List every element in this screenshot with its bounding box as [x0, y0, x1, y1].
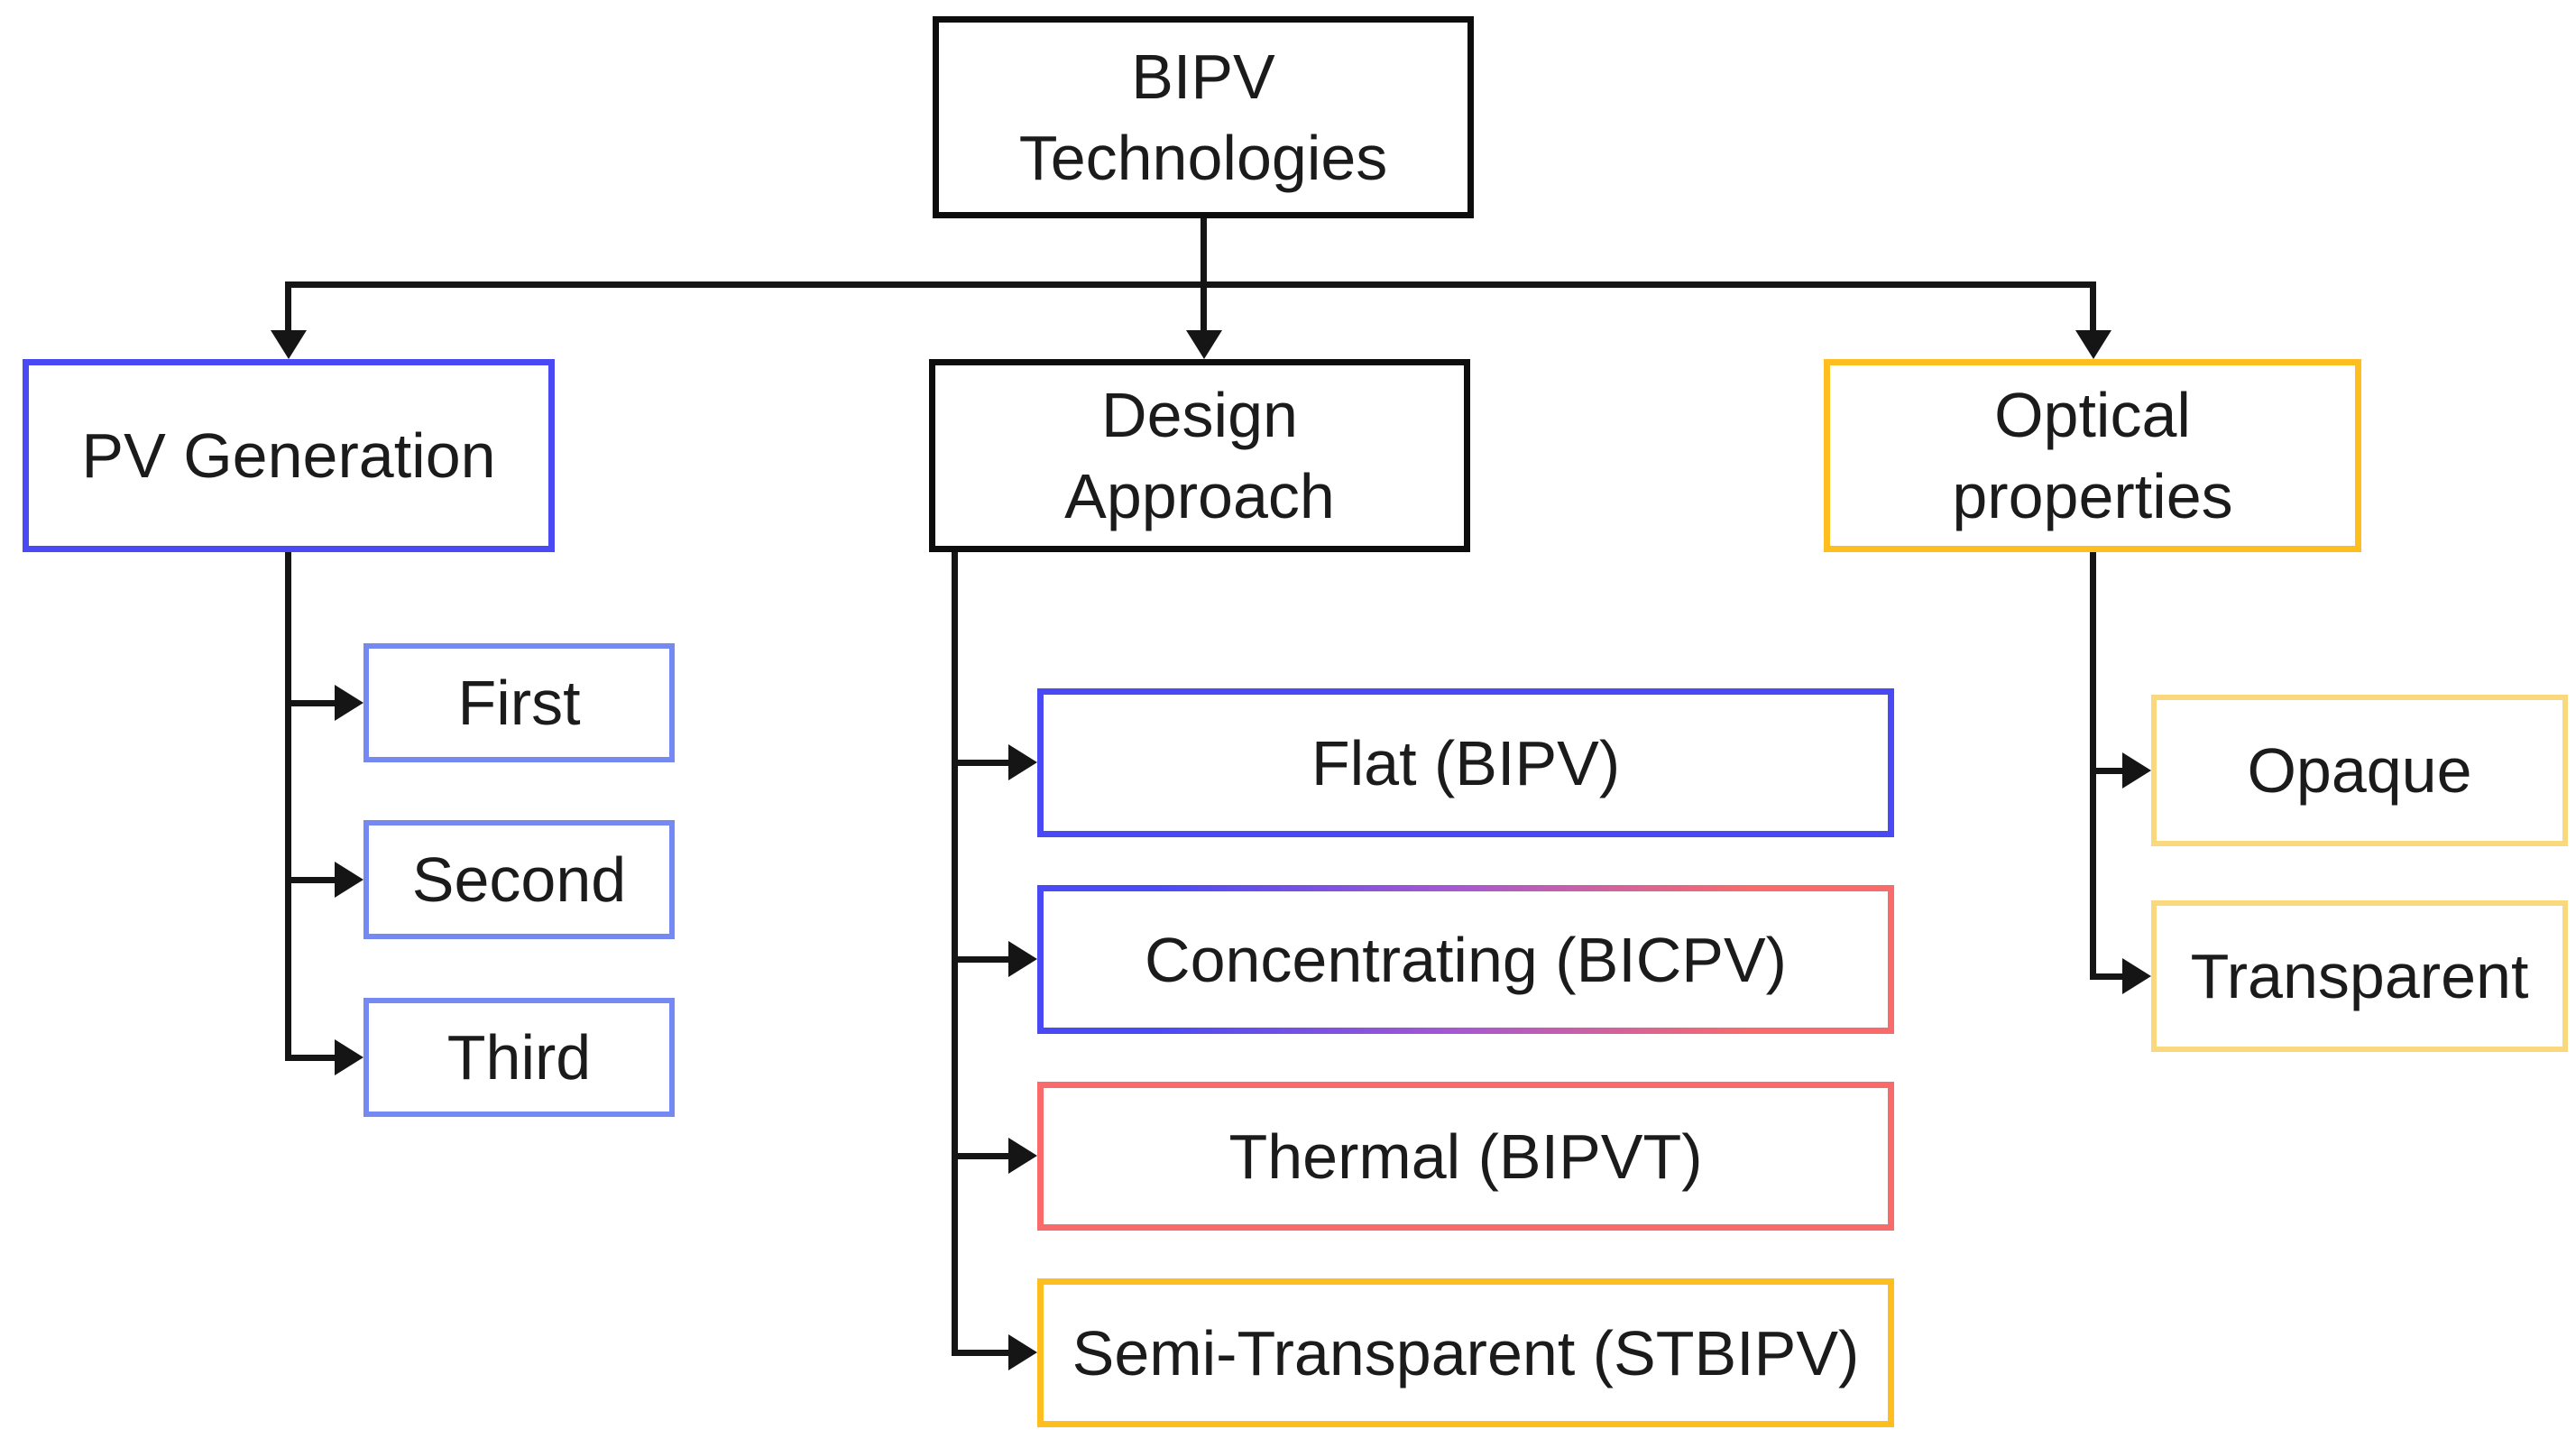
connector-to-thermal — [952, 1153, 1008, 1159]
node-label: Third — [446, 1022, 592, 1093]
node-pv-generation: PV Generation — [23, 359, 555, 552]
node-label: Opaque — [2247, 735, 2472, 806]
node-label: Second — [411, 844, 627, 915]
node-semi-transparent-stbipv: Semi-Transparent (STBIPV) — [1037, 1278, 1894, 1427]
connector-to-first — [285, 700, 336, 706]
arrowhead-right-first — [335, 685, 363, 721]
connector-to-concentrating — [952, 956, 1008, 963]
arrowhead-right-second — [335, 862, 363, 898]
connector-root-stem — [1201, 218, 1207, 332]
node-label-line: Approach — [1064, 461, 1335, 531]
node-label-line: properties — [1952, 461, 2233, 531]
connector-to-second — [285, 877, 336, 883]
node-label: Flat (BIPV) — [1311, 727, 1621, 798]
connector-to-third — [285, 1055, 336, 1061]
arrowhead-right-third — [335, 1039, 363, 1075]
arrowhead-right-flat — [1008, 744, 1037, 780]
connector-to-semi-transparent — [952, 1350, 1008, 1356]
arrowhead-right-semi-transparent — [1008, 1334, 1037, 1370]
node-thermal-bipvt: Thermal (BIPVT) — [1037, 1082, 1894, 1231]
node-bipv-technologies: BIPV Technologies — [933, 16, 1474, 218]
node-label: PV Generation — [81, 420, 496, 491]
arrowhead-down-pv-generation — [271, 330, 307, 359]
node-label: Concentrating (BICPV) — [1145, 924, 1787, 995]
connector-to-opaque — [2090, 768, 2122, 774]
connector-to-flat — [952, 760, 1008, 766]
arrowhead-right-thermal — [1008, 1138, 1037, 1174]
node-label-line: Optical — [1994, 380, 2191, 450]
arrowhead-right-opaque — [2122, 752, 2151, 789]
arrowhead-down-design-approach — [1186, 330, 1222, 359]
node-transparent: Transparent — [2151, 900, 2568, 1052]
connector-to-transparent — [2090, 973, 2122, 980]
connector-top-horizontal — [285, 281, 2096, 288]
connector-optical-branch-vertical — [2090, 552, 2096, 979]
connector-drop-to-pv-generation — [285, 281, 291, 332]
connector-design-branch-vertical — [952, 552, 958, 1356]
node-first-generation: First — [363, 643, 675, 762]
node-optical-properties: Optical properties — [1824, 359, 2361, 552]
node-label: Thermal (BIPVT) — [1228, 1121, 1703, 1192]
arrowhead-right-transparent — [2122, 958, 2151, 994]
node-label: Transparent — [2190, 941, 2529, 1011]
node-label: Semi-Transparent (STBIPV) — [1072, 1317, 1860, 1388]
node-flat-bipv: Flat (BIPV) — [1037, 688, 1894, 837]
connector-pv-branch-vertical — [285, 552, 291, 1060]
node-label-line: BIPV — [1131, 42, 1275, 112]
connector-drop-to-optical — [2090, 281, 2096, 332]
node-opaque: Opaque — [2151, 695, 2568, 846]
node-label-line: Design — [1101, 380, 1298, 450]
node-second-generation: Second — [363, 820, 675, 939]
node-label-line: Technologies — [1018, 123, 1388, 193]
node-design-approach: Design Approach — [929, 359, 1470, 552]
node-label: First — [457, 668, 581, 738]
node-concentrating-bicpv: Concentrating (BICPV) — [1037, 885, 1894, 1034]
arrowhead-down-optical-properties — [2075, 330, 2111, 359]
arrowhead-right-concentrating — [1008, 941, 1037, 977]
node-third-generation: Third — [363, 998, 675, 1117]
